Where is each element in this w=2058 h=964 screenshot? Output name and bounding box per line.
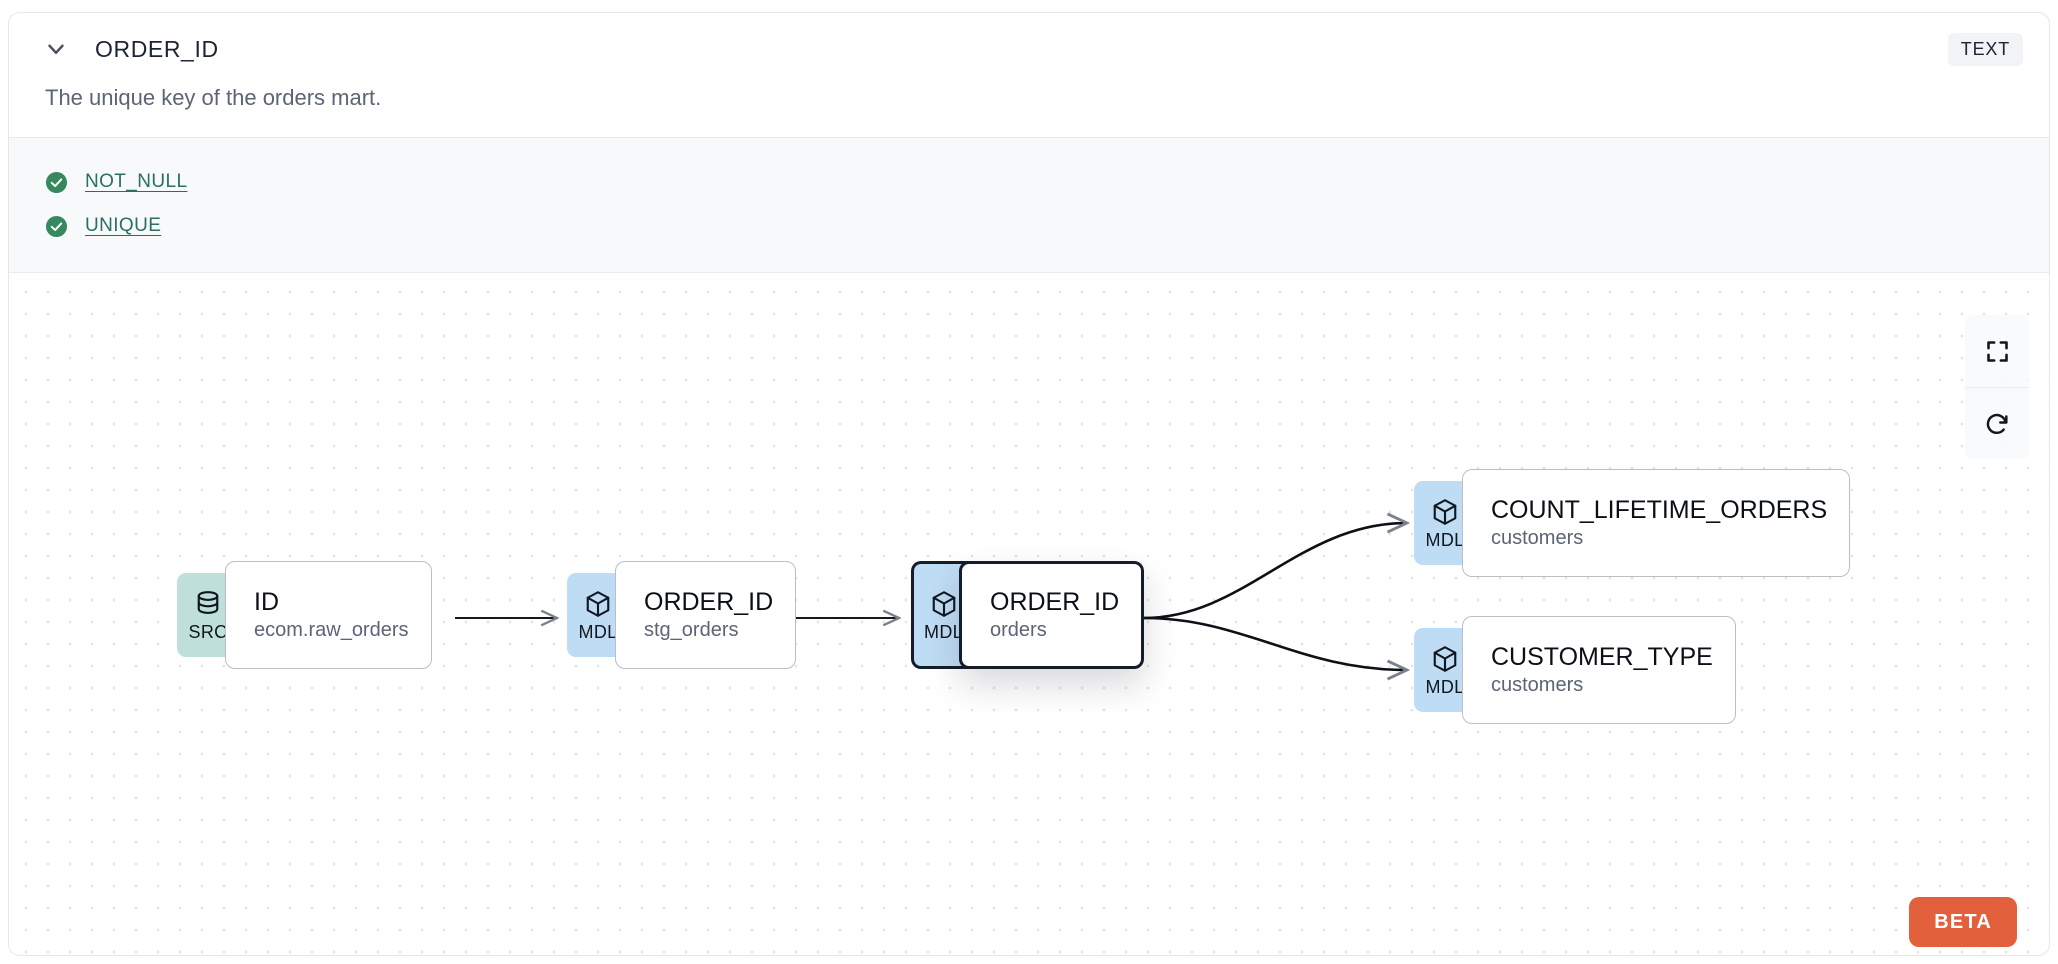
cube-icon (932, 591, 955, 618)
node-badge-label: MDL (924, 622, 963, 643)
check-circle-icon (45, 215, 68, 237)
test-link-not-null[interactable]: NOT_NULL (85, 171, 188, 193)
node-body: COUNT_LIFETIME_ORDERS customers (1462, 469, 1851, 578)
node-subtitle: orders (990, 618, 1047, 641)
edge-orders-to-customer-type (1143, 617, 1407, 670)
test-link-unique[interactable]: UNIQUE (85, 215, 162, 237)
node-name: ORDER_ID (644, 587, 774, 616)
lineage-node-customer-type[interactable]: MDL CUSTOMER_TYPE customers (1414, 616, 1736, 725)
node-subtitle: ecom.raw_orders (254, 618, 409, 641)
node-name: CUSTOMER_TYPE (1491, 642, 1713, 671)
node-subtitle: stg_orders (644, 618, 739, 641)
node-badge-label: MDL (578, 622, 618, 643)
node-badge-label: MDL (1425, 677, 1465, 698)
node-subtitle: customers (1491, 673, 1584, 696)
column-detail-card: ORDER_ID TEXT The unique key of the orde… (8, 12, 2050, 956)
lineage-node-src-id[interactable]: SRC ID ecom.raw_orders (177, 561, 432, 670)
check-circle-icon (45, 171, 68, 193)
column-type-badge: TEXT (1947, 32, 2023, 66)
cube-icon (1433, 646, 1457, 673)
lineage-node-orders-order-id[interactable]: MDL ORDER_ID orders (911, 561, 1145, 670)
node-badge-label: MDL (1425, 530, 1465, 551)
node-body: CUSTOMER_TYPE customers (1462, 616, 1736, 725)
cube-icon (586, 591, 610, 618)
test-row: UNIQUE (45, 204, 2019, 248)
tests-section: NOT_NULL UNIQUE (9, 137, 2049, 274)
beta-badge[interactable]: BETA (1909, 897, 2017, 948)
test-row: NOT_NULL (45, 160, 2019, 204)
fit-view-button[interactable] (1965, 315, 2029, 387)
fullscreen-icon (1986, 341, 2008, 362)
node-body: ID ecom.raw_orders (225, 561, 432, 670)
node-name: COUNT_LIFETIME_ORDERS (1491, 495, 1828, 524)
column-description: The unique key of the orders mart. (45, 85, 382, 110)
lineage-node-stg-order-id[interactable]: MDL ORDER_ID stg_orders (567, 561, 797, 670)
node-name: ORDER_ID (990, 587, 1120, 616)
refresh-icon (1986, 413, 2008, 434)
card-header: ORDER_ID TEXT (9, 13, 2049, 85)
refresh-button[interactable] (1965, 387, 2029, 459)
lineage-canvas[interactable]: SRC ID ecom.raw_orders MDL ORDER_ID stg_… (9, 273, 2049, 955)
lineage-node-count-lifetime-orders[interactable]: MDL COUNT_LIFETIME_ORDERS customers (1414, 469, 1851, 578)
node-body: ORDER_ID orders (959, 561, 1145, 670)
node-body: ORDER_ID stg_orders (615, 561, 797, 670)
canvas-controls (1965, 315, 2029, 460)
database-icon (197, 591, 219, 615)
node-name: ID (254, 587, 279, 616)
node-badge-label: SRC (188, 622, 228, 643)
chevron-down-icon[interactable] (39, 32, 73, 66)
page-title: ORDER_ID (95, 35, 219, 62)
node-subtitle: customers (1491, 526, 1584, 549)
edge-orders-to-count-lifetime (1143, 523, 1407, 620)
cube-icon (1433, 499, 1457, 526)
